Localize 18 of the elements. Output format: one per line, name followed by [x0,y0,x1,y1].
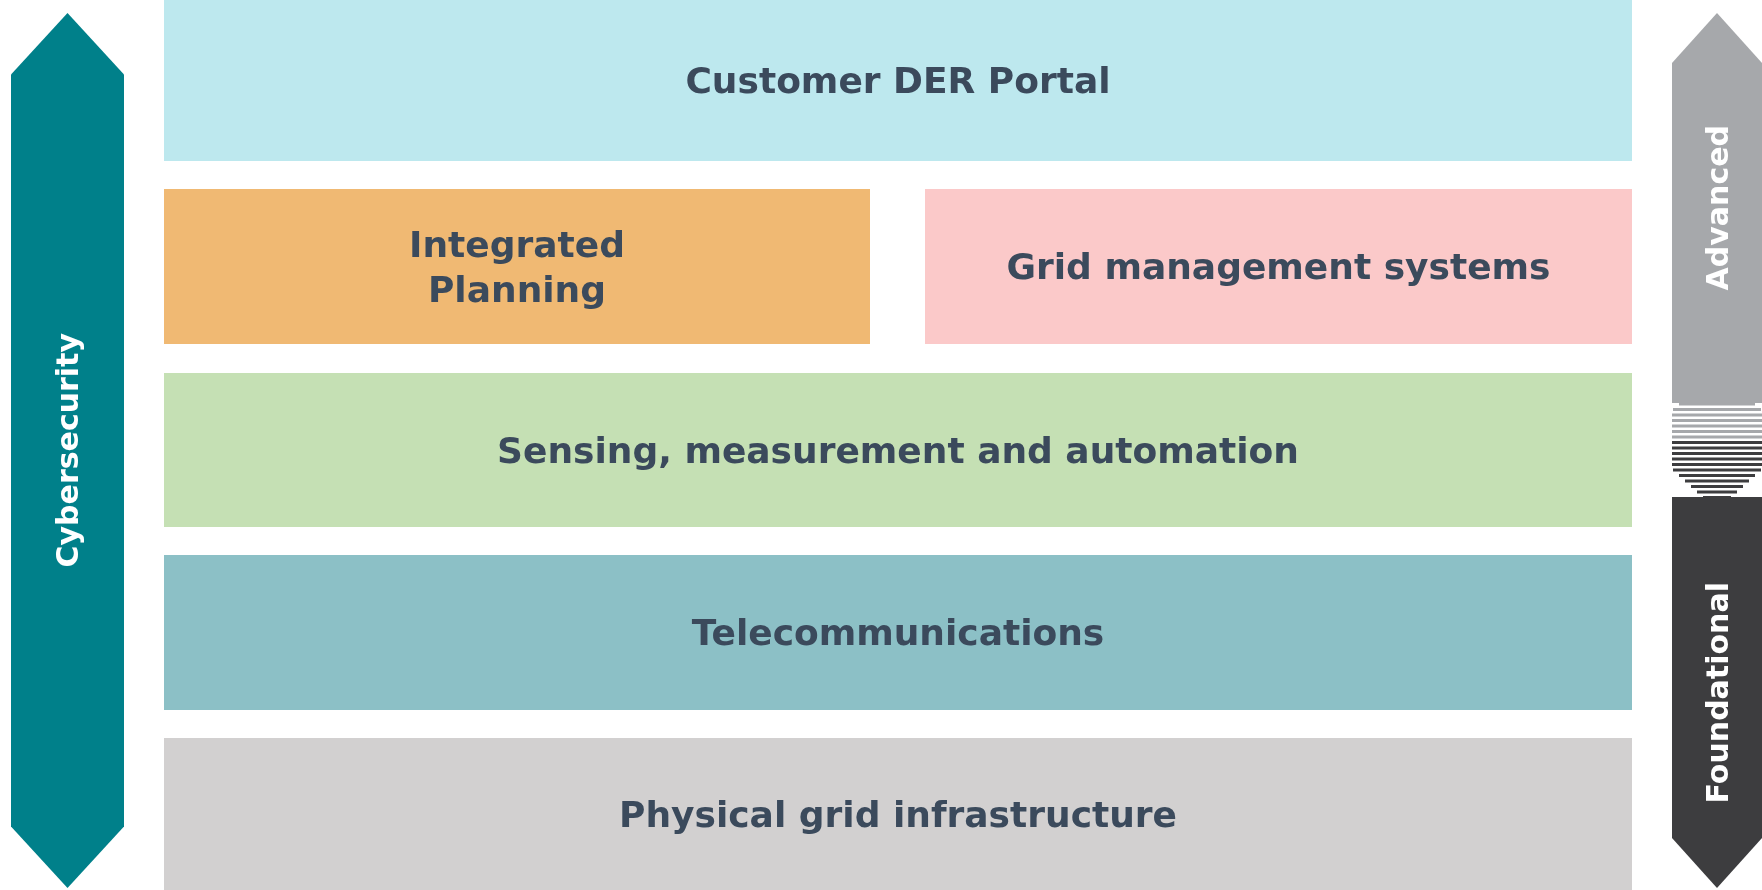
layer-label: Physical grid infrastructure [619,792,1177,837]
layer-label: Sensing, measurement and automation [497,428,1299,473]
layer-label: Integrated Planning [408,222,626,312]
layer-bar [164,373,1632,527]
band-label: Foundational [1699,581,1735,804]
advanced-band [1672,13,1762,403]
cybersecurity-band [11,13,124,888]
layer-label: Customer DER Portal [685,59,1111,103]
layer-bar [164,0,1632,161]
band-label: Advanced [1699,125,1735,291]
layer-bar [925,189,1632,344]
layer-label: Grid management systems [1006,245,1551,289]
band-label: Cybersecurity [50,333,85,568]
layer-bar [164,738,1632,890]
foundational-band [1672,497,1762,888]
layer-label: Telecommunications [691,611,1105,655]
layer-bar [164,189,870,344]
layer-bar [164,555,1632,710]
